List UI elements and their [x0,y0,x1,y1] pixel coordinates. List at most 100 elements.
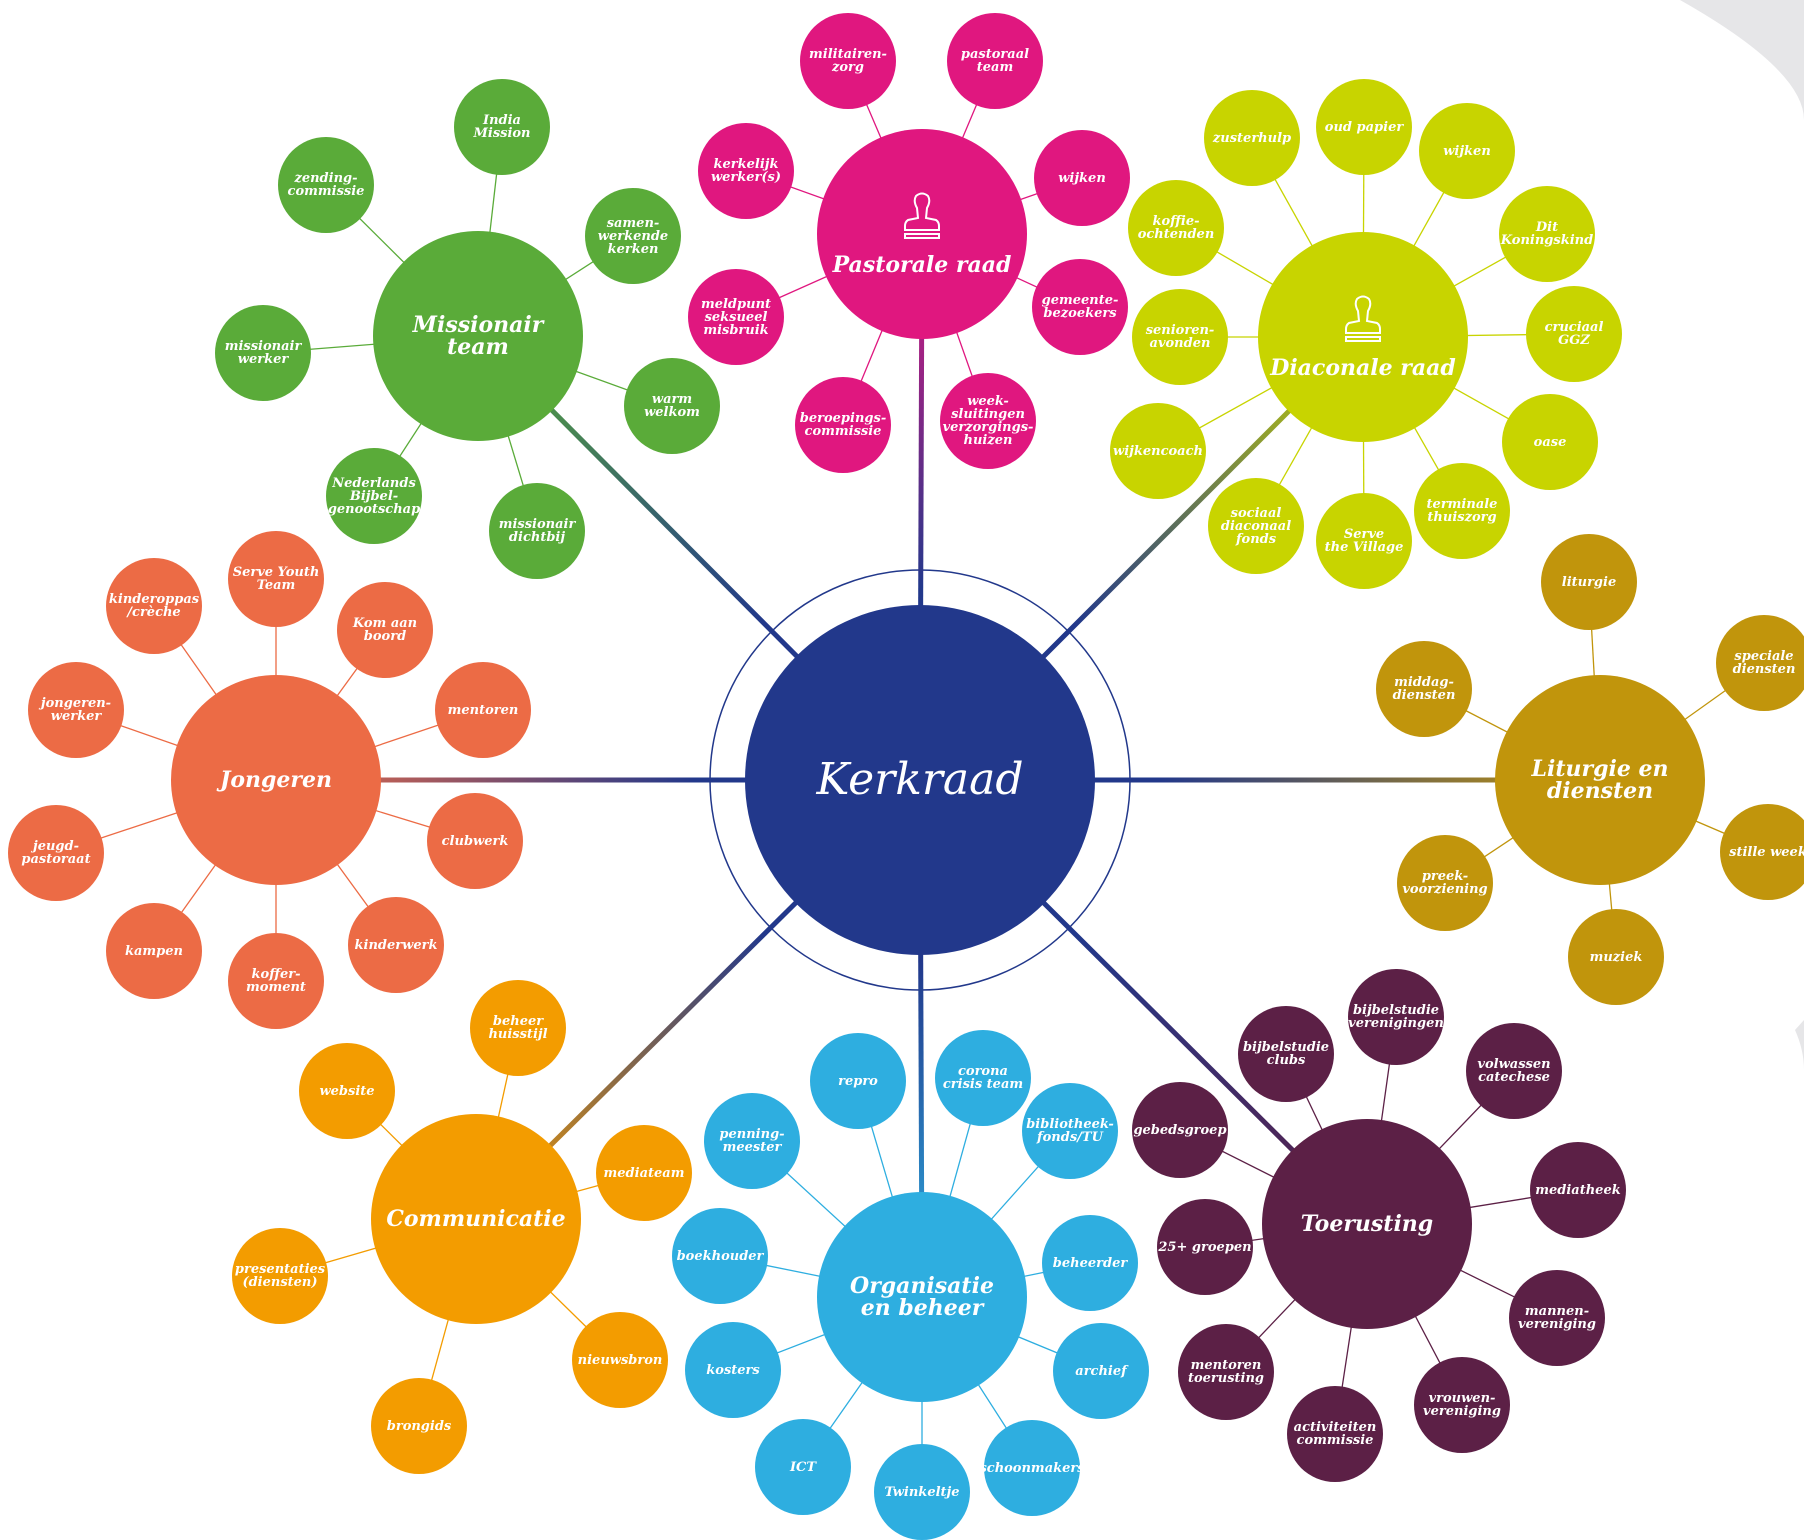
node-pastoraal-team-label: pastoraal team [960,47,1030,75]
node-mentoren: mentoren [435,662,531,758]
node-mannen-vereniging-label: mannen- vereniging [1518,1304,1596,1332]
node-archief-label: archief [1075,1363,1127,1379]
node-wijken-label: wijken [1443,143,1491,159]
node-sociaal-diaconaal-fonds: sociaal diaconaal fonds [1208,478,1304,574]
node-terminale-thuiszorg: terminale thuiszorg [1414,463,1510,559]
node-bijbelstudie-clubs-label: bijbelstudie clubs [1242,1040,1330,1068]
node-volwassen-catechese-label: volwassen catechese [1477,1057,1551,1085]
node-missionair-werker: missionair werker [215,305,311,401]
node-missionair-werker-label: missionair werker [224,339,302,367]
node-serve-youth-team: Serve Youth Team [228,531,324,627]
node-meldpunt-seksueel-misbruik: meldpunt seksueel misbruik [688,269,784,365]
node-warm-welkom-label: warm welkom [644,392,700,420]
node-zending-commissie: zending- commissie [278,137,374,233]
node-warm-welkom: warm welkom [624,358,720,454]
node-repro-label: repro [838,1073,878,1089]
node-boekhouder-label: boekhouder [676,1248,764,1264]
node-kinderwerk-label: kinderwerk [354,937,438,953]
node-serve-the-village: Serve the Village [1316,493,1412,589]
node-wijken: wijken [1034,130,1130,226]
node-gemeente-bezoekers-label: gemeente- bezoekers [1041,293,1119,321]
node-kom-aan-boord: Kom aan boord [337,582,433,678]
node-presentaties-diensten-label: presentaties (diensten) [234,1262,326,1290]
node-kinderoppas-cr-che-label: kinderoppas /crèche [108,592,200,620]
hub-jongeren: Jongeren [171,675,381,885]
node-mediatheek-label: mediatheek [1535,1182,1621,1198]
node-beroepings-commissie: beroepings- commissie [795,377,891,473]
node-missionair-dichtbij: missionair dichtbij [489,483,585,579]
node-bijbelstudie-verenigingen: bijbelstudie verenigingen [1348,969,1444,1065]
node-beheer-huisstijl-label: beheer huisstijl [488,1014,548,1042]
node-vrouwen-vereniging-label: vrouwen- vereniging [1423,1391,1501,1419]
node-beheerder-label: beheerder [1052,1255,1128,1271]
node-bibliotheek-fonds-tu: bibliotheek- fonds/TU [1022,1083,1118,1179]
hub-organisatie-label: Organisatie en beheer [850,1273,994,1321]
node-mediateam: mediateam [596,1125,692,1221]
stamp-icon [904,192,940,239]
node-samen-werkende-kerken-label: samen- werkende kerken [597,215,669,257]
node-oud-papier: oud papier [1316,79,1412,175]
node-sociaal-diaconaal-fonds-label: sociaal diaconaal fonds [1220,505,1292,547]
node-bijbelstudie-clubs: bijbelstudie clubs [1238,1006,1334,1102]
node-twinkeltje-label: Twinkeltje [884,1484,960,1500]
node-mediatheek: mediatheek [1530,1142,1626,1238]
node-ict: ICT [755,1419,851,1515]
node-jongeren-werker: jongeren- werker [28,662,124,758]
node-brongids: brongids [371,1378,467,1474]
node-nieuwsbron: nieuwsbron [572,1312,668,1408]
hub-missionair: Missionair team [373,231,583,441]
node-wijken-label: wijken [1058,170,1106,186]
node-jeugd-pastoraat-label: jeugd- pastoraat [21,839,91,867]
hub-pastorale-label: Pastorale raad [832,252,1012,278]
node-kerkelijk-werker-s: kerkelijk werker(s) [698,123,794,219]
node-mentoren-label: mentoren [447,702,519,718]
node-koffer-moment: koffer- moment [228,933,324,1029]
hub-liturgie-label: Liturgie en diensten [1531,756,1669,804]
node-vrouwen-vereniging: vrouwen- vereniging [1414,1357,1510,1453]
node-senioren-avonden: senioren- avonden [1132,289,1228,385]
node-wijkencoach-label: wijkencoach [1113,443,1203,459]
node-koffer-moment-label: koffer- moment [246,967,306,995]
center-kerkraad: Kerkraad [745,605,1095,955]
node-penning-meester-label: penning- meester [719,1127,785,1155]
node-bibliotheek-fonds-tu-label: bibliotheek- fonds/TU [1026,1117,1114,1145]
node-kinderwerk: kinderwerk [348,897,444,993]
node-middag-diensten: middag- diensten [1376,641,1472,737]
node-militairen-zorg: militairen- zorg [800,13,896,109]
node-25-groepen: 25+ groepen [1157,1199,1253,1295]
node-samen-werkende-kerken: samen- werkende kerken [585,188,681,284]
node-website-label: website [319,1083,375,1099]
node-liturgie-label: liturgie [1561,574,1617,590]
node-nederlands-bijbel-genootschap-label: Nederlands Bijbel- genootschap [327,475,421,517]
node-kosters: kosters [685,1322,781,1418]
node-beheerder: beheerder [1042,1215,1138,1311]
node-kampen-label: kampen [125,943,183,959]
node-muziek: muziek [1568,909,1664,1005]
node-jeugd-pastoraat: jeugd- pastoraat [8,805,104,901]
node-beheer-huisstijl: beheer huisstijl [470,980,566,1076]
node-week-sluitingen-verzorgings-huizen: week- sluitingen verzorgings- huizen [940,373,1036,469]
node-militairen-zorg-label: militairen- zorg [809,47,887,75]
node-liturgie: liturgie [1541,534,1637,630]
node-nederlands-bijbel-genootschap: Nederlands Bijbel- genootschap [326,448,422,544]
node-gebedsgroep-label: gebedsgroep [1133,1122,1227,1138]
node-stille-week: stille week [1720,804,1804,900]
node-india-mission: India Mission [454,79,550,175]
hub-jongeren-label: Jongeren [219,767,333,793]
node-schoonmakers-label: schoonmakers [979,1460,1085,1476]
node-wijken: wijken [1419,103,1515,199]
node-wijkencoach: wijkencoach [1110,403,1206,499]
node-oase: oase [1502,394,1598,490]
hub-organisatie: Organisatie en beheer [817,1192,1027,1402]
node-presentaties-diensten: presentaties (diensten) [232,1228,328,1324]
node-kinderoppas-cr-che: kinderoppas /crèche [106,558,202,654]
hub-diaconale-label: Diaconale raad [1270,355,1456,381]
node-mentoren-toerusting-label: mentoren toerusting [1187,1358,1265,1386]
node-pastoraal-team: pastoraal team [947,13,1043,109]
node-repro: repro [810,1033,906,1129]
node-serve-the-village-label: Serve the Village [1324,527,1404,555]
node-website: website [299,1043,395,1139]
node-senioren-avonden-label: senioren- avonden [1145,323,1215,351]
hub-toerusting: Toerusting [1262,1119,1472,1329]
